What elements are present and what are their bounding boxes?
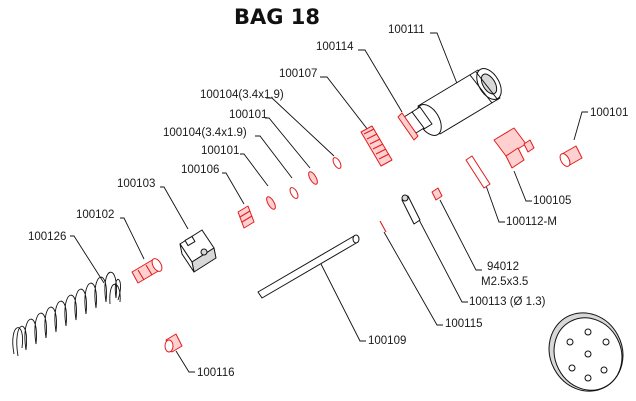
leader-100106 <box>222 172 245 205</box>
leader-94012 <box>439 199 482 271</box>
label-94012: 94012 <box>487 261 519 273</box>
label-100112-m: 100112-M <box>506 216 557 228</box>
part-100103-block <box>179 229 217 273</box>
part-100126-spring <box>12 271 121 357</box>
label-100101-right: 100101 <box>590 107 628 119</box>
label-100104-lower: 100104(3.4x1.9) <box>163 127 247 139</box>
part-100116 <box>164 333 183 353</box>
label-100111: 100111 <box>388 24 425 36</box>
leader-100112 <box>483 179 505 223</box>
part-100102 <box>131 258 163 284</box>
part-100113-pin <box>401 194 421 225</box>
part-100104-upper <box>332 157 342 169</box>
label-100113: 100113 (Ø 1.3) <box>469 296 546 308</box>
part-100109-rod <box>257 234 360 299</box>
leader-100104a <box>266 97 335 157</box>
part-100114-oring <box>397 112 419 141</box>
leader-100103 <box>160 186 189 230</box>
leader-100101b <box>240 153 269 187</box>
leader-100109 <box>320 263 366 342</box>
label-100126: 100126 <box>28 231 66 243</box>
part-labels: 100111 100114 100107 100104(3.4x1.9) 100… <box>28 24 628 379</box>
part-100104-lower <box>289 187 299 199</box>
label-100107: 100107 <box>279 68 317 80</box>
part-100115 <box>379 220 387 233</box>
label-100115: 100115 <box>445 318 483 330</box>
label-100105: 100105 <box>533 195 571 207</box>
part-100112-m <box>465 155 491 189</box>
label-94012-size: M2.5x3.5 <box>481 276 528 288</box>
leader-100105 <box>513 170 532 202</box>
leader-100101c <box>573 111 588 141</box>
part-100101-right <box>559 145 583 167</box>
leader-100116 <box>175 350 195 373</box>
part-100105 <box>493 127 535 169</box>
leader-100126 <box>70 235 105 284</box>
label-100116: 100116 <box>197 367 235 379</box>
label-100106: 100106 <box>181 164 219 176</box>
leader-100101a <box>265 117 311 169</box>
label-100103: 100103 <box>117 178 155 190</box>
leader-100107 <box>320 76 369 131</box>
label-100102: 100102 <box>76 209 114 221</box>
label-100101-upper: 100101 <box>229 109 267 121</box>
part-100101-upper <box>308 171 318 185</box>
leader-100102 <box>120 217 145 260</box>
label-100109: 100109 <box>368 335 406 347</box>
part-disc <box>548 312 624 392</box>
part-100107-spring <box>360 125 393 167</box>
part-100101-lower <box>266 196 276 210</box>
leader-100115 <box>383 231 443 326</box>
part-100111-housing <box>403 68 502 136</box>
leader-100104b <box>255 135 293 179</box>
label-100101-lower: 100101 <box>201 145 239 157</box>
bag-title: BAG 18 <box>234 5 320 29</box>
part-100106 <box>237 205 255 229</box>
leader-100113 <box>415 213 468 303</box>
part-94012-screw <box>431 187 443 201</box>
leader-lines <box>70 32 588 373</box>
leader-100114 <box>358 49 403 113</box>
label-100104-upper: 100104(3.4x1.9) <box>200 89 284 101</box>
label-100114: 100114 <box>316 41 354 53</box>
leader-100111 <box>430 32 459 87</box>
